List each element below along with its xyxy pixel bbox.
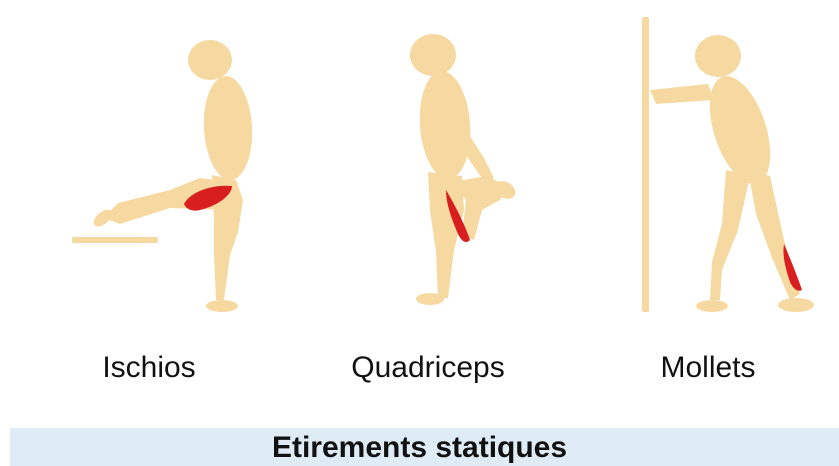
label-quadriceps: Quadriceps (351, 350, 504, 386)
hamstring-stretch-figure (72, 40, 255, 312)
quadriceps-stretch-figure (410, 34, 519, 305)
label-ischios: Ischios (102, 350, 195, 386)
label-mollets: Mollets (660, 350, 755, 386)
footer-title: Etirements statiques (0, 428, 839, 466)
calf-stretch-figure (642, 17, 814, 312)
